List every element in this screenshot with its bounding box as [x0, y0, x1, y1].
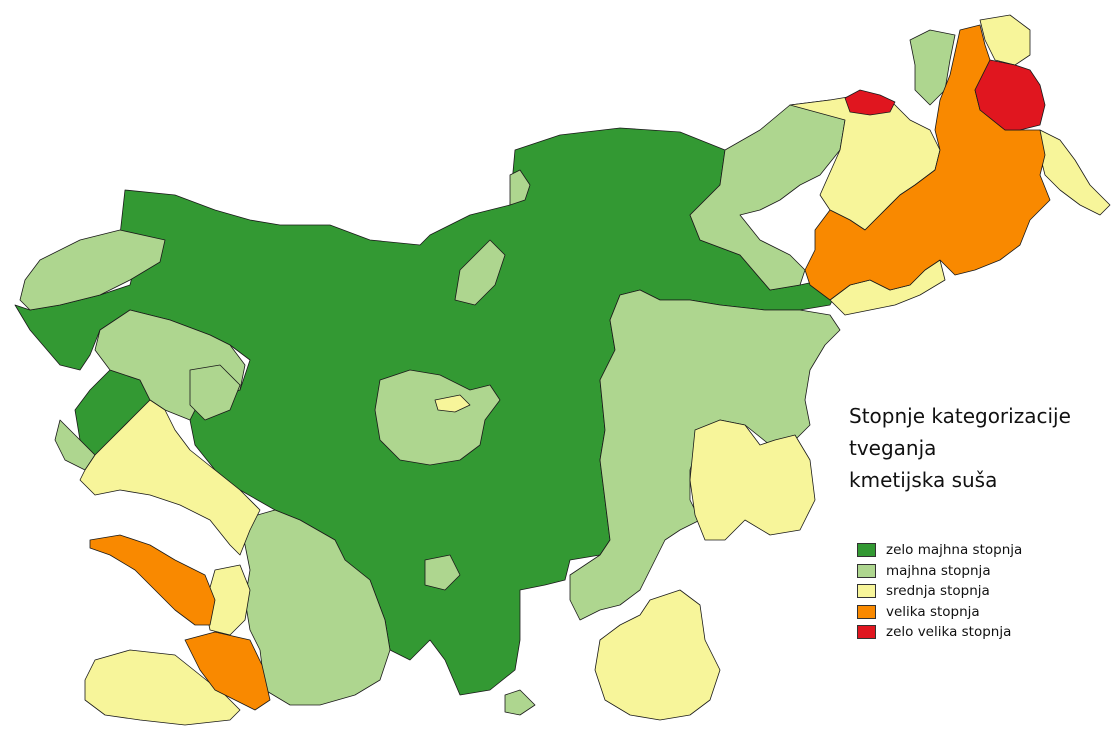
region-kamnik-pocket: [454, 239, 506, 306]
legend-label-high: velika stopnja: [886, 603, 980, 620]
legend-swatch-very-low: [857, 543, 876, 558]
region-east-central: [569, 289, 841, 621]
region-soca-upper: [19, 229, 166, 311]
legend-item-low: majhna stopnja: [857, 561, 1022, 582]
legend-title-line-2: tveganja: [849, 436, 937, 460]
region-prekmurje-east: [1039, 129, 1111, 216]
region-bottom-pocket: [504, 689, 536, 716]
legend-title-line-1: Stopnje kategorizacije: [849, 404, 1071, 428]
legend: zelo majhna stopnja majhna stopnja sredn…: [857, 540, 1022, 643]
region-ljubljana-center: [434, 394, 471, 413]
legend-title: Stopnje kategorizacije tveganja kmetijsk…: [849, 400, 1071, 496]
region-bela-krajina: [594, 589, 721, 721]
legend-item-very-low: zelo majhna stopnja: [857, 540, 1022, 561]
legend-title-line-3: kmetijska suša: [849, 468, 998, 492]
legend-label-low: majhna stopnja: [886, 562, 991, 579]
legend-swatch-high: [857, 604, 876, 619]
region-idrija: [189, 364, 241, 421]
region-north-top: [979, 14, 1031, 66]
region-murska-sobota: [974, 59, 1046, 131]
region-kocevje-south: [239, 509, 391, 706]
legend-item-high: velika stopnja: [857, 602, 1022, 623]
region-karst-north: [79, 399, 261, 556]
legend-label-very-low: zelo majhna stopnja: [886, 542, 1023, 559]
legend-swatch-very-high: [857, 625, 876, 640]
legend-item-medium: srednja stopnja: [857, 581, 1022, 602]
region-piran: [184, 631, 271, 711]
legend-label-very-high: zelo velika stopnja: [886, 624, 1012, 641]
region-celje-north: [509, 169, 531, 206]
legend-swatch-medium: [857, 584, 876, 599]
legend-item-very-high: zelo velika stopnja: [857, 622, 1022, 643]
legend-swatch-low: [857, 563, 876, 578]
region-posavje-pocket: [424, 554, 461, 591]
region-dolenjska-east: [689, 419, 816, 541]
region-apace: [844, 89, 896, 116]
region-ljubljana: [374, 369, 501, 466]
region-southwest-corner: [84, 649, 241, 726]
legend-label-medium: srednja stopnja: [886, 583, 990, 600]
region-koper: [89, 534, 216, 626]
